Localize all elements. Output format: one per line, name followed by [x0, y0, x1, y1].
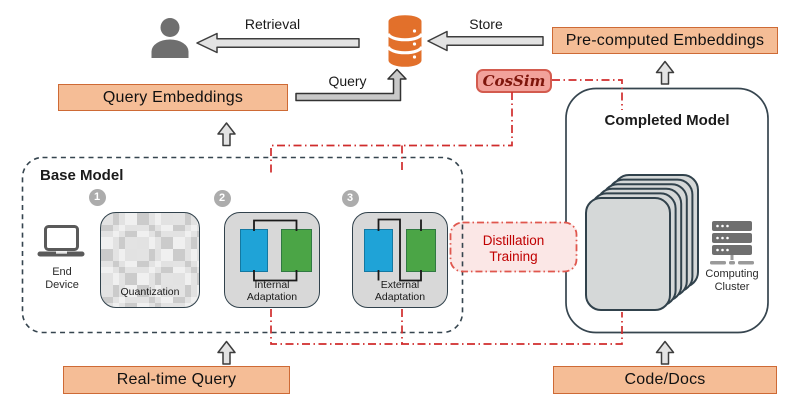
up-arrow-real-time-query — [217, 340, 236, 365]
computing-cluster-label: Computing Cluster — [705, 268, 759, 293]
retrieval-arrow-label: Retrieval — [244, 16, 301, 32]
store-arrow-label: Store — [469, 16, 503, 32]
external-adaptation-blue-block — [364, 229, 393, 272]
module-number-3: 3 — [341, 189, 359, 207]
model-card-stack — [585, 174, 699, 311]
store-arrow — [427, 30, 544, 52]
laptop-icon — [37, 225, 85, 257]
query-embeddings-box: Query Embeddings — [58, 84, 288, 111]
pre-computed-embeddings-label: Pre-computed Embeddings — [565, 31, 765, 49]
query-embeddings-label: Query Embeddings — [102, 88, 244, 106]
internal-adaptation-label: Internal Adaptation — [246, 279, 298, 303]
server-icon — [710, 221, 754, 265]
database-icon — [387, 15, 423, 67]
distillation-training-label: Distillation Training — [482, 233, 545, 264]
end-device-label: End Device — [45, 266, 79, 291]
code-docs-label: Code/Docs — [624, 371, 706, 388]
external-adaptation-green-block — [406, 229, 436, 272]
internal-adaptation-green-block — [281, 229, 312, 272]
retrieval-arrow — [196, 32, 360, 54]
real-time-query-box: Real-time Query — [63, 366, 290, 394]
cossim-label: CosSim — [482, 72, 546, 90]
up-arrow-query-embeddings — [217, 122, 236, 147]
user-icon — [151, 18, 189, 58]
module-number-2: 2 — [213, 189, 231, 207]
cossim-box: CosSim — [476, 69, 552, 93]
query-arrow-label: Query — [328, 73, 367, 89]
base-model-title: Base Model — [40, 167, 124, 184]
completed-model-title: Completed Model — [604, 112, 730, 129]
external-adaptation-label: External Adaptation — [374, 279, 426, 303]
internal-adaptation-blue-block — [240, 229, 268, 272]
module-number-1: 1 — [88, 188, 106, 206]
up-arrow-pre-computed — [655, 60, 675, 85]
code-docs-box: Code/Docs — [553, 366, 777, 394]
quantization-label: Quantization — [120, 286, 180, 298]
up-arrow-code-docs — [655, 340, 675, 365]
pre-computed-embeddings-box: Pre-computed Embeddings — [552, 27, 778, 54]
real-time-query-label: Real-time Query — [116, 371, 237, 388]
